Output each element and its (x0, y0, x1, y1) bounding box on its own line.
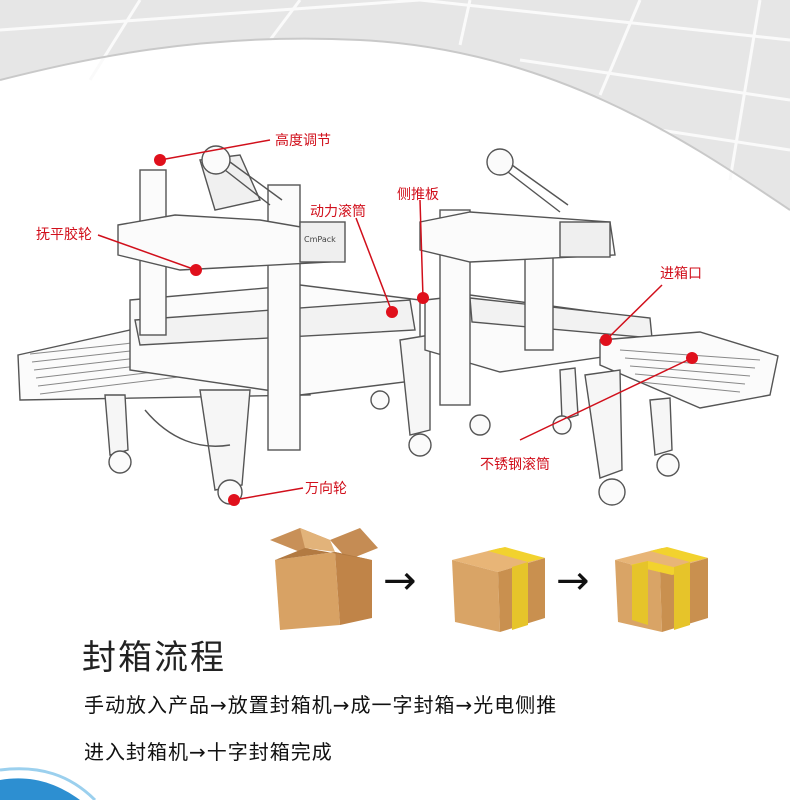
callout-dots (154, 154, 698, 506)
callout-steel-roller: 不锈钢滚筒 (480, 457, 550, 473)
callout-flatten-wheel: 抚平胶轮 (36, 227, 92, 243)
process-line-1: 手动放入产品→放置封箱机→成一字封箱→光电侧推 (84, 693, 558, 717)
box-taped-cross (615, 547, 708, 632)
callout-caster-wheel: 万向轮 (305, 481, 347, 497)
process-title: 封箱流程 (82, 638, 226, 678)
corner-accent (0, 778, 80, 800)
callout-side-push-plate: 侧推板 (397, 187, 439, 203)
sealing-machine (17, 145, 779, 506)
box-taped-single (452, 547, 545, 632)
arrow-step-1: → (383, 558, 417, 604)
floor-background (0, 0, 790, 211)
box-open (270, 528, 378, 630)
process-line-2: 进入封箱机→十字封箱完成 (84, 740, 333, 764)
callout-height-adjust: 高度调节 (275, 133, 331, 149)
machine-badge: CmPack (304, 235, 336, 244)
callout-box-inlet: 进箱口 (660, 266, 702, 282)
callout-lines (97, 139, 693, 501)
callout-power-roller: 动力滚筒 (310, 204, 366, 220)
arrow-step-2: → (556, 558, 590, 604)
